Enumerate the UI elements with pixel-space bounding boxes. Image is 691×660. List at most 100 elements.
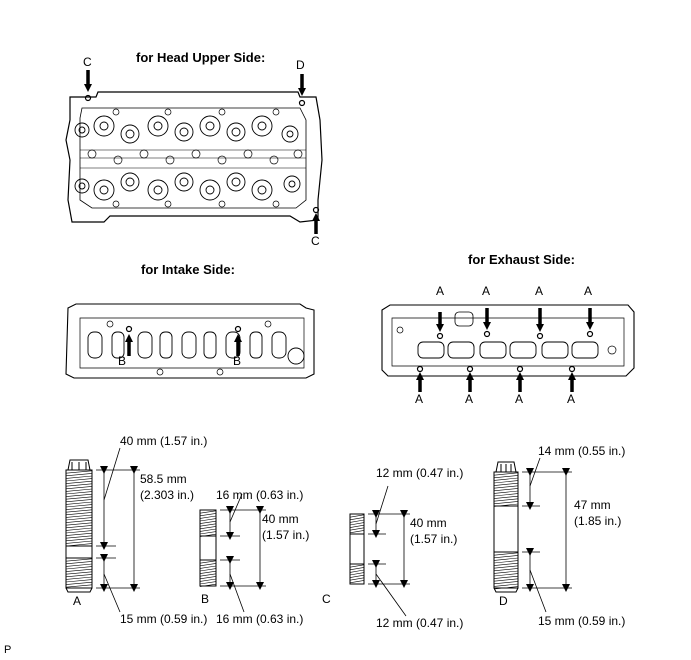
thread-line <box>65 519 93 523</box>
thread-line <box>199 581 217 585</box>
thread-line <box>65 504 93 508</box>
callout-a-bottom-1: A <box>415 392 424 406</box>
heading-exhaust-side: for Exhaust Side: <box>468 252 575 267</box>
thread-line <box>65 475 93 479</box>
thread-line <box>199 513 217 517</box>
thread-line <box>199 528 217 532</box>
thread-line <box>199 570 217 574</box>
stud-a-bottom-thread-length: 15 mm (0.59 in.) <box>120 612 208 626</box>
thread-line <box>199 560 217 564</box>
stud-a-top-thread-length: 40 mm (1.57 in.) <box>120 434 208 448</box>
stud-c-top-thread-length: 12 mm (0.47 in.) <box>376 466 464 480</box>
thread-line <box>65 579 93 583</box>
thread-line <box>493 562 519 566</box>
thread-line <box>65 574 93 578</box>
thread-line <box>65 512 93 516</box>
stud-a-label: A <box>73 594 82 608</box>
stud-c-overall-length: 40 mm <box>410 516 447 530</box>
thread-line <box>349 567 365 571</box>
thread-line <box>65 530 93 534</box>
thread-line <box>493 552 519 556</box>
thread-line <box>349 577 365 581</box>
callout-b-left: B <box>118 354 127 368</box>
thread-line <box>65 499 93 503</box>
thread-line <box>493 503 519 507</box>
callout-a-top-4: A <box>584 284 593 298</box>
cylinder-head-exhaust-view <box>381 304 635 377</box>
thread-line <box>349 522 365 526</box>
thread-line <box>349 524 365 528</box>
stud-b-overall-length: 40 mm <box>262 512 299 526</box>
thread-line <box>493 498 519 502</box>
thread-line <box>65 563 93 567</box>
thread-line <box>65 491 93 495</box>
thread-line <box>199 531 217 535</box>
thread-line <box>493 480 519 484</box>
thread-line <box>493 573 519 577</box>
stud-a-dimension-lines <box>96 447 140 613</box>
stud-a-overall-length: 58.5 mm <box>140 472 187 486</box>
thread-line <box>65 509 93 513</box>
cylinder-head-upper-view <box>65 91 323 223</box>
thread-line <box>65 561 93 565</box>
thread-line <box>493 578 519 582</box>
intake-callout-arrows <box>125 334 242 356</box>
stud-a-overall-length-inches: (2.303 in.) <box>140 488 195 502</box>
thread-line <box>349 530 365 534</box>
stud-c-thread-hatching <box>349 514 365 584</box>
thread-line <box>493 477 519 481</box>
stud-bolt-b <box>199 509 217 587</box>
thread-line <box>65 543 93 547</box>
thread-line <box>65 506 93 510</box>
figure-code: P <box>4 644 12 656</box>
thread-line <box>493 586 519 590</box>
stud-c-overall-length-inches: (1.57 in.) <box>410 532 458 546</box>
thread-line <box>493 501 519 505</box>
thread-line <box>65 532 93 536</box>
thread-line <box>199 576 217 580</box>
thread-line <box>349 527 365 531</box>
callout-a-top-3: A <box>535 284 544 298</box>
thread-line <box>493 472 519 476</box>
thread-line <box>65 568 93 572</box>
thread-line <box>65 584 93 588</box>
thread-line <box>65 535 93 539</box>
thread-line <box>349 564 365 568</box>
thread-line <box>65 488 93 492</box>
thread-line <box>349 517 365 521</box>
thread-line <box>199 573 217 577</box>
thread-line <box>493 568 519 572</box>
thread-line <box>65 538 93 542</box>
thread-line <box>349 569 365 573</box>
stud-b-overall-length-inches: (1.57 in.) <box>262 528 310 542</box>
thread-line <box>65 581 93 585</box>
thread-line <box>199 565 217 569</box>
stud-b-top-thread-length: 16 mm (0.63 in.) <box>216 488 304 502</box>
thread-line <box>65 496 93 500</box>
stud-c-dimension-lines <box>368 485 410 617</box>
thread-line <box>65 514 93 518</box>
thread-line <box>493 581 519 585</box>
thread-line <box>65 576 93 580</box>
stud-d-label: D <box>499 594 508 608</box>
thread-line <box>65 480 93 484</box>
thread-line <box>493 555 519 559</box>
thread-line <box>349 572 365 576</box>
thread-line <box>65 517 93 521</box>
stud-bolt-c <box>349 513 365 585</box>
thread-line <box>493 488 519 492</box>
exhaust-callout-arrows <box>416 308 594 392</box>
thread-line <box>493 495 519 499</box>
thread-line <box>349 574 365 578</box>
callout-a-bottom-4: A <box>567 392 576 406</box>
thread-line <box>493 493 519 497</box>
thread-line <box>493 557 519 561</box>
callout-a-bottom-3: A <box>515 392 524 406</box>
callout-a-top-1: A <box>436 284 445 298</box>
thread-line <box>493 583 519 587</box>
stud-d-overall-length: 47 mm <box>574 498 611 512</box>
heading-intake-side: for Intake Side: <box>141 262 235 277</box>
stud-d-thread-hatching <box>493 472 519 590</box>
thread-line <box>65 540 93 544</box>
stud-bolt-a <box>65 459 93 593</box>
